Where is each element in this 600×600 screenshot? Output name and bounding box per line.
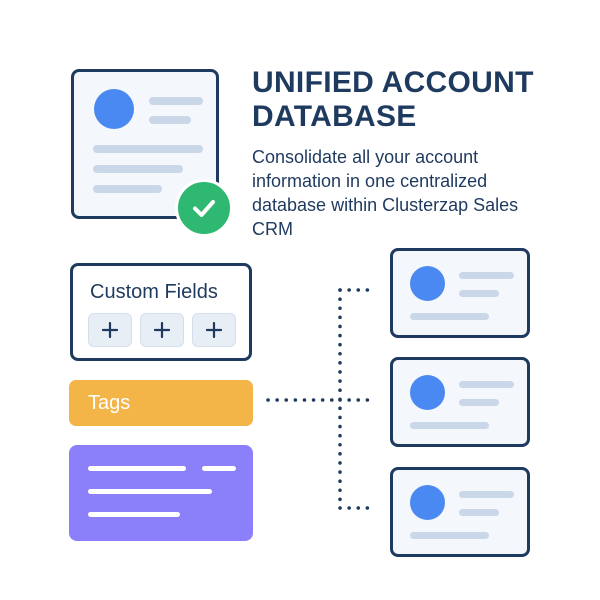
- note-line: [88, 489, 212, 494]
- detail-line: [93, 165, 183, 173]
- name-line: [459, 272, 514, 279]
- note-line: [88, 466, 186, 471]
- name-line: [459, 381, 514, 388]
- user-avatar-icon: [94, 89, 134, 129]
- add-field-button[interactable]: [140, 313, 184, 347]
- subtitle-line: [459, 509, 499, 516]
- page-description: Consolidate all your account information…: [252, 147, 519, 239]
- notes-card: [69, 445, 253, 541]
- tags-bar[interactable]: Tags: [69, 380, 253, 426]
- detail-line: [410, 422, 489, 429]
- subtitle-line: [459, 399, 499, 406]
- record-card[interactable]: [390, 248, 530, 338]
- plus-icon: [102, 322, 118, 338]
- detail-line: [93, 145, 203, 153]
- page-title: UNIFIED ACCOUNT DATABASE: [252, 66, 534, 133]
- detail-line: [410, 532, 489, 539]
- plus-icon: [154, 322, 170, 338]
- tags-label: Tags: [88, 392, 131, 414]
- name-line: [149, 97, 203, 105]
- detail-line: [410, 313, 489, 320]
- subtitle-line: [459, 290, 499, 297]
- add-field-button[interactable]: [192, 313, 236, 347]
- plus-icon: [206, 322, 222, 338]
- custom-fields-label: Custom Fields: [90, 281, 218, 303]
- record-card[interactable]: [390, 467, 530, 557]
- name-line: [459, 491, 514, 498]
- verified-badge: [175, 179, 233, 237]
- note-line: [202, 466, 236, 471]
- check-icon: [193, 200, 215, 217]
- user-avatar-icon: [410, 375, 445, 410]
- custom-fields-card: Custom Fields: [70, 263, 252, 361]
- user-avatar-icon: [410, 266, 445, 301]
- user-avatar-icon: [410, 485, 445, 520]
- subtitle-line: [149, 116, 191, 124]
- detail-line: [93, 185, 162, 193]
- note-line: [88, 512, 180, 517]
- add-field-button[interactable]: [88, 313, 132, 347]
- record-card[interactable]: [390, 357, 530, 447]
